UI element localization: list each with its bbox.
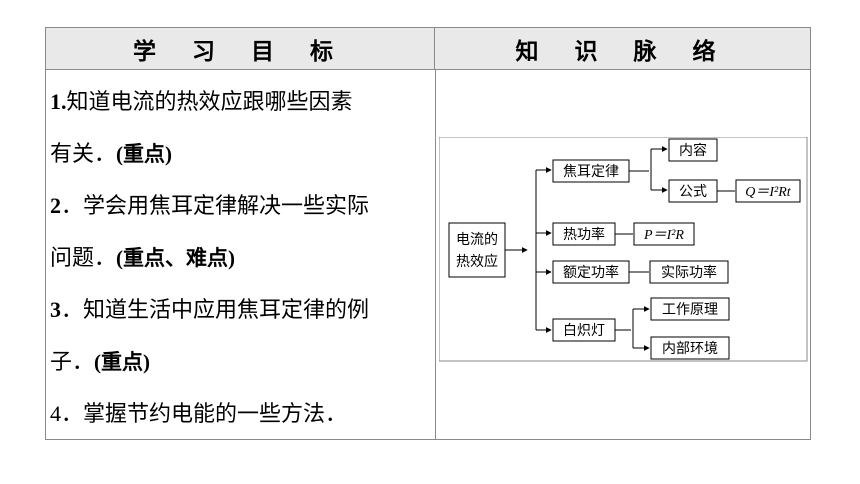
thermal-expr-box: [633, 222, 695, 246]
goal-2-line-1: 2．学会用焦耳定律解决一些实际: [50, 193, 370, 219]
bulb-label: 白炽灯: [563, 323, 605, 339]
actual-power-label: 实际功率: [661, 264, 717, 281]
formula-expr-box: [735, 179, 801, 203]
joule-law-label: 焦耳定律: [563, 164, 619, 180]
knowledge-mindmap: 电流的 热效应 焦耳定律 内容 公式 Q＝I²Rt 热功率 P＝I²R 额定功率…: [439, 137, 808, 362]
thermal-power-label: 热功率: [563, 226, 605, 243]
formula-expression: Q＝I²Rt: [745, 185, 792, 200]
goal-1-line-2: 有关．(重点): [50, 142, 173, 167]
mindmap-frame: [439, 137, 808, 362]
working-principle-label: 工作原理: [662, 302, 718, 318]
goal-3-line-2: 子．(重点): [50, 350, 151, 375]
objectives-table: 学 习 目 标 知 识 脉 络 1.知道电流的热效应跟哪些因素 有关．(重点) …: [45, 27, 811, 440]
learning-goals: 1.知道电流的热效应跟哪些因素 有关．(重点) 2．学会用焦耳定律解决一些实际 …: [50, 76, 432, 440]
working-principle-box: [650, 297, 730, 321]
knowledge-map-header: 知 识 脉 络: [435, 28, 810, 70]
root-label-line-1: 电流的: [456, 232, 498, 248]
actual-power-box: [649, 260, 729, 284]
content-label: 内容: [679, 142, 707, 159]
goal-4-line-1: 4．掌握节约电能的一些方法．: [50, 401, 348, 427]
rated-power-label: 额定功率: [563, 264, 619, 281]
goal-1-line-1: 1.知道电流的热效应跟哪些因素: [50, 89, 353, 115]
goal-3-line-1: 3．知道生活中应用焦耳定律的例: [50, 297, 370, 323]
goal-2-line-2: 问题．(重点、难点): [50, 246, 236, 271]
internal-env-box: [650, 336, 730, 360]
column-divider: [435, 70, 436, 439]
root-label-line-2: 热效应: [456, 253, 498, 270]
thermal-power-expression: P＝I²R: [643, 228, 684, 243]
goals-header: 学 习 目 标: [46, 28, 435, 70]
internal-env-label: 内部环境: [662, 341, 718, 357]
content-box: [668, 138, 718, 162]
formula-label: 公式: [679, 184, 707, 200]
